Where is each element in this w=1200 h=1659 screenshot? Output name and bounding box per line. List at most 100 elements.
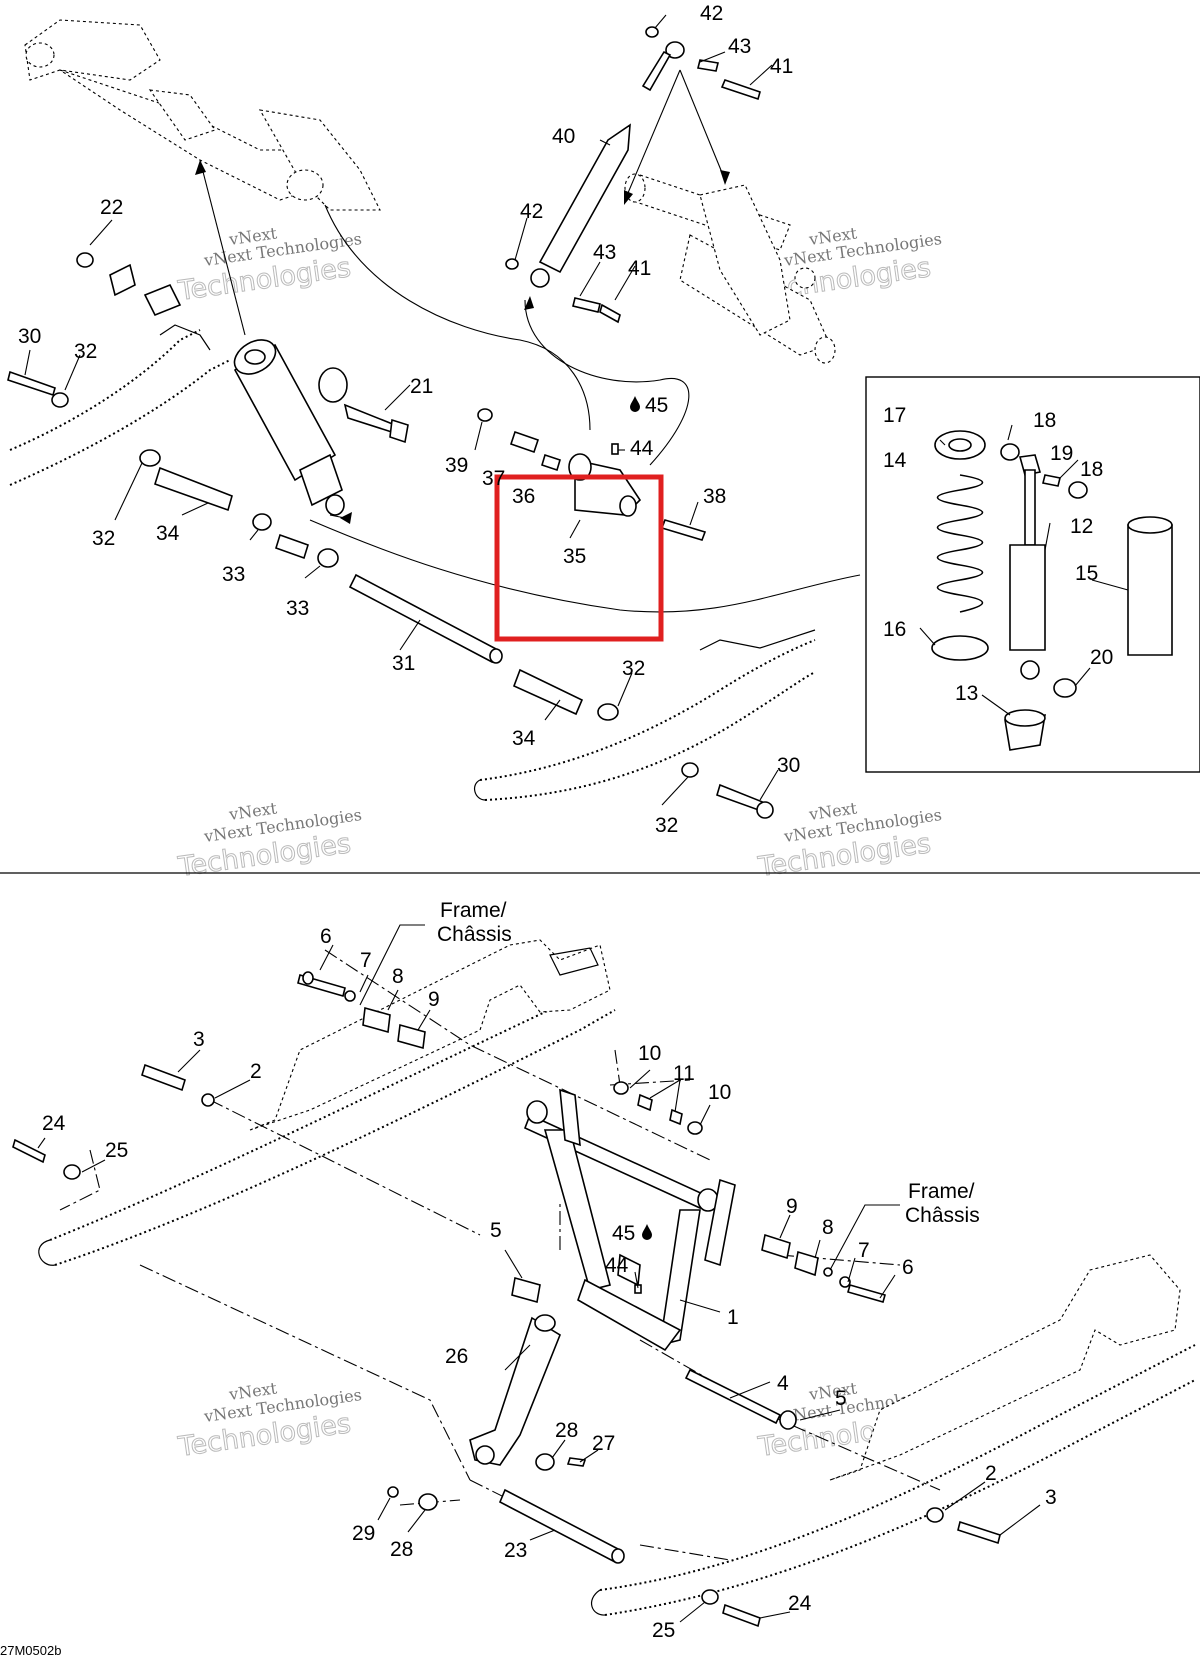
callout-43: 43 [593, 241, 616, 264]
callout-9: 9 [428, 988, 440, 1011]
watermark-mid-left: vNext vNext Technologies Technologies [175, 798, 363, 883]
callout-30: 30 [18, 325, 41, 348]
callout-22: 22 [100, 196, 123, 219]
frame-label: Châssis [905, 1204, 980, 1227]
callouts-bottom: Frame/ Châssis Frame/ Châssis 6 7 8 9 3 … [0, 899, 1057, 1658]
callout-34: 34 [512, 727, 536, 750]
callout-42: 42 [700, 2, 723, 25]
callout-8: 8 [392, 965, 404, 988]
callout-3: 3 [193, 1028, 205, 1051]
frame-label: Frame/ [908, 1180, 975, 1203]
callout-13: 13 [955, 682, 978, 705]
callout-2: 2 [250, 1060, 262, 1083]
callout-34: 34 [156, 522, 180, 545]
callout-40: 40 [552, 125, 575, 148]
callout-21: 21 [410, 375, 433, 398]
callout-15: 15 [1075, 562, 1098, 585]
callout-31: 31 [392, 652, 415, 675]
callout-44: 44 [630, 437, 654, 460]
callout-16: 16 [883, 618, 906, 641]
rear-arm [387, 1314, 625, 1564]
callout-37: 37 [482, 467, 505, 490]
callout-33: 33 [286, 597, 309, 620]
callout-41: 41 [770, 55, 793, 78]
callout-3: 3 [1045, 1486, 1057, 1509]
leaders-bottom [37, 944, 1041, 1623]
callout-24: 24 [788, 1592, 812, 1615]
callout-17: 17 [883, 404, 906, 427]
ghost-arm-top-right [624, 173, 836, 364]
frame-label: Châssis [437, 923, 512, 946]
callout-9: 9 [786, 1195, 798, 1218]
callout-19: 19 [1050, 442, 1073, 465]
callout-10: 10 [638, 1042, 661, 1065]
front-shock [505, 26, 761, 324]
callout-32: 32 [92, 527, 115, 550]
hardware-bottom [12, 971, 1001, 1628]
callout-32: 32 [74, 340, 97, 363]
oil-drop-icon [642, 1224, 652, 1240]
callout-43: 43 [728, 35, 751, 58]
callout-18: 18 [1080, 458, 1103, 481]
callout-25: 25 [652, 1619, 675, 1642]
callout-8: 8 [822, 1216, 834, 1239]
pivot-bracket [477, 408, 707, 541]
shock-inset [865, 376, 1200, 773]
callout-35: 35 [563, 545, 586, 568]
ski-rail-left [38, 939, 616, 1266]
callout-7: 7 [360, 949, 372, 972]
leader-arrows-top [195, 69, 861, 613]
callout-5: 5 [835, 1387, 847, 1410]
leaders-top [24, 14, 1129, 806]
frame-label: Frame/ [440, 899, 507, 922]
callout-38: 38 [703, 485, 726, 508]
callout-4: 4 [777, 1372, 789, 1395]
callout-10: 10 [708, 1081, 731, 1104]
callout-29: 29 [352, 1522, 375, 1545]
callout-44: 44 [605, 1254, 629, 1277]
callout-45: 45 [645, 394, 668, 417]
callout-6: 6 [320, 925, 332, 948]
axle-parts-top [154, 466, 774, 819]
callout-26: 26 [445, 1345, 468, 1368]
callout-5: 5 [490, 1219, 502, 1242]
callout-18: 18 [1033, 409, 1056, 432]
callout-30: 30 [777, 754, 800, 777]
ghost-ski-right [473, 629, 816, 801]
callout-1: 1 [727, 1306, 739, 1329]
callout-27: 27 [592, 1432, 615, 1455]
callout-7: 7 [858, 1239, 870, 1262]
callout-39: 39 [445, 454, 468, 477]
watermark-bottom-left: vNext vNext Technologies Technologies [175, 1378, 363, 1463]
callout-41: 41 [628, 257, 651, 280]
watermark-top-left: vNext vNext Technologies Technologies [175, 223, 363, 307]
ghost-frame-top-left [24, 19, 381, 211]
callout-45: 45 [612, 1222, 635, 1245]
watermark-mid-right: vNext vNext Technologies Technologies [755, 798, 943, 883]
callout-25: 25 [105, 1139, 128, 1162]
callout-36: 36 [512, 485, 535, 508]
callout-28: 28 [555, 1419, 578, 1442]
callout-12: 12 [1070, 515, 1093, 538]
callout-32: 32 [655, 814, 678, 837]
callout-23: 23 [504, 1539, 527, 1562]
callout-6: 6 [902, 1256, 914, 1279]
callout-14: 14 [883, 449, 907, 472]
callout-24: 24 [42, 1112, 66, 1135]
ski-rail-right [590, 1254, 1196, 1616]
callout-11: 11 [673, 1062, 695, 1085]
callout-33: 33 [222, 563, 245, 586]
callout-20: 20 [1090, 646, 1113, 669]
rear-shock [7, 252, 409, 516]
callout-42: 42 [520, 200, 543, 223]
callout-28: 28 [390, 1538, 413, 1561]
front-arm [523, 1088, 736, 1352]
callouts-top: 42 43 41 40 42 43 41 22 30 32 21 32 34 3… [18, 2, 1113, 837]
callout-2: 2 [985, 1462, 997, 1485]
frame-pointers [359, 924, 900, 1271]
oil-drop-icon [630, 396, 640, 412]
callout-32: 32 [622, 657, 645, 680]
diagram-code: 27M0502b [0, 1643, 61, 1658]
ghost-ski-left [9, 324, 231, 486]
